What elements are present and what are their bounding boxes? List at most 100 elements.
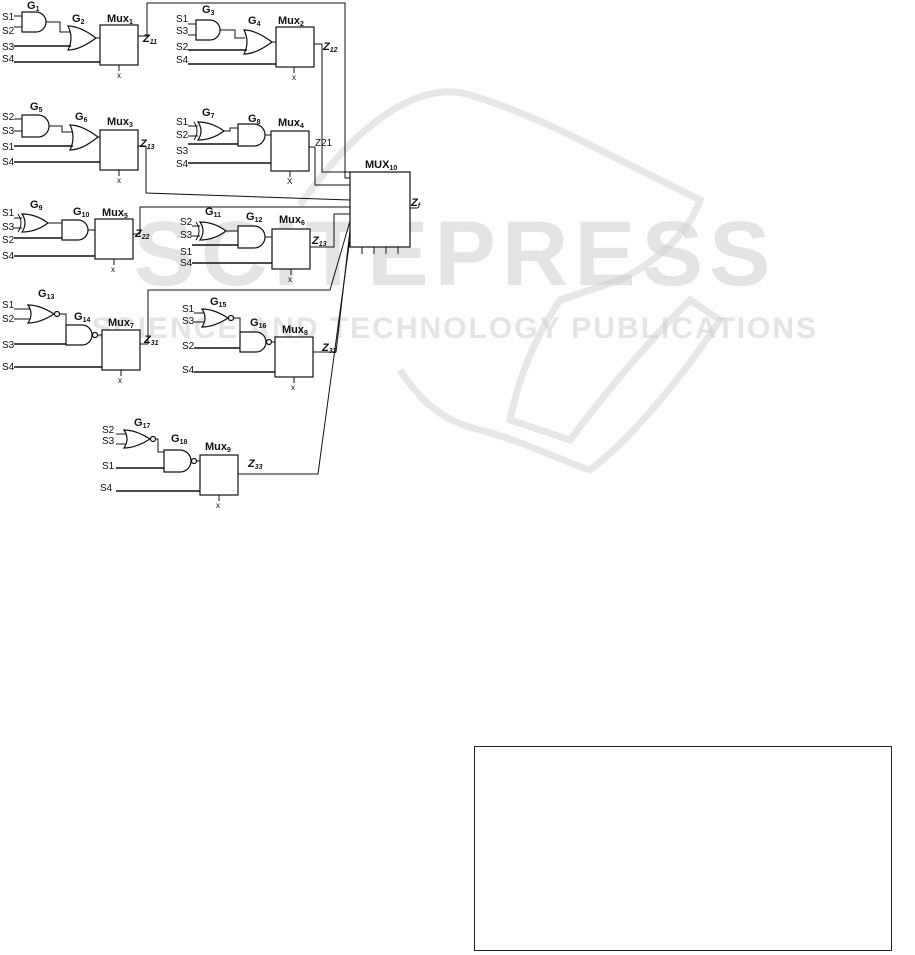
module-mux6: S2 S3 S1 S4 G11 G12 Mux6 x Z13 (180, 206, 327, 284)
gate-label-g7: G7 (202, 107, 215, 120)
mux-label-2: Mux2 (278, 15, 304, 28)
gate-label-g6: G6 (75, 111, 88, 124)
gate-label-g14: G14 (74, 311, 90, 324)
gate-label-g9: G9 (30, 199, 43, 212)
signal-label: S4 (176, 55, 189, 66)
inverter-bubble-icon (265, 338, 273, 346)
signal-label: S2 (2, 26, 15, 37)
inverter-bubble-icon (53, 310, 61, 318)
module-mux2: S1 S3 S2 S4 G3 G4 Mux2 x Z12 (176, 4, 338, 82)
and-gate-icon (21, 11, 47, 33)
and-gate-icon (21, 114, 50, 138)
output-label-z11: Z11 (142, 33, 157, 46)
signal-label: S4 (100, 483, 113, 494)
mux-label-10: MUX10 (365, 159, 397, 172)
wire (293, 351, 320, 383)
signal-label: S1 (102, 461, 115, 472)
nor-gate-icon (122, 429, 152, 449)
wire (118, 35, 148, 71)
mux-label-4: Mux4 (278, 117, 304, 130)
wire (116, 433, 164, 453)
signal-label: S3 (182, 316, 195, 327)
mux-label-5: Mux5 (102, 207, 128, 220)
mux-box-2 (275, 26, 315, 68)
wire-z33 (247, 237, 351, 475)
gate-label-g3: G3 (202, 4, 215, 17)
module-mux10: MUX10 Zf (349, 159, 421, 254)
gate-label-g4: G4 (248, 15, 261, 28)
gate-label-g16: G16 (250, 317, 266, 330)
wire (188, 23, 245, 39)
wire (14, 15, 70, 33)
gate-label-g17: G17 (134, 417, 150, 430)
wire-z13 (145, 146, 351, 201)
gate-label-g8: G8 (248, 113, 261, 126)
xor-gate-icon (198, 221, 228, 241)
mux-box-8 (274, 336, 314, 378)
mux-box-5 (94, 218, 134, 260)
signal-label: S2 (176, 42, 189, 53)
xor-gate-back-curve (17, 213, 22, 233)
mux-label-8: Mux8 (282, 324, 308, 337)
xor-gate-icon (20, 213, 50, 233)
mux-label-6: Mux6 (279, 214, 305, 227)
output-label-z13-second: Z13 (311, 235, 327, 248)
signal-label: S1 (2, 208, 15, 219)
output-label-z13: Z13 (139, 138, 155, 151)
and-gate-icon (237, 123, 266, 147)
select-label: x (291, 383, 295, 392)
module-mux3: S2 S3 S1 S4 G5 G6 Mux3 x Z13 (2, 101, 155, 185)
wire (192, 225, 238, 237)
mux-box-7 (101, 329, 141, 371)
wire (293, 43, 322, 73)
gate-label-g2: G2 (72, 13, 85, 26)
inverter-bubble-icon (149, 435, 157, 443)
gate-label-g13: G13 (38, 288, 54, 301)
gate-label-g5: G5 (30, 101, 43, 114)
nor-gate-icon (26, 304, 56, 324)
signal-label: S2 (2, 314, 15, 325)
mux-box-9 (199, 454, 239, 496)
signal-label: S3 (176, 146, 189, 157)
signal-label: S2 (2, 235, 15, 246)
signal-label: S4 (2, 54, 15, 65)
module-mux1: S1 S2 S3 S4 G1 G2 Mux1 x Z11 (2, 0, 157, 80)
or-gate-icon (69, 124, 99, 151)
mux-label-7: Mux7 (108, 317, 134, 330)
signal-label: S4 (2, 157, 15, 168)
gate-label-g18: G18 (171, 433, 187, 446)
watermark: SCITEPRESS SCIENCE AND TECHNOLOGY PUBLIC… (92, 88, 816, 474)
xor-gate-back-curve (193, 121, 198, 141)
select-label: x (117, 71, 121, 80)
watermark-brand: SCITEPRESS (134, 203, 777, 305)
select-label: X (287, 177, 293, 186)
wire (218, 473, 247, 501)
empty-frame (474, 746, 892, 951)
inverter-bubble-icon (227, 314, 235, 322)
wire-z11 (146, 2, 350, 179)
signal-label: S3 (2, 340, 15, 351)
mux-box-3 (99, 129, 139, 171)
output-label-z33: Z33 (247, 458, 263, 471)
wire (194, 312, 241, 332)
wire (14, 308, 67, 325)
mux-box-6 (271, 228, 311, 270)
mux-label-1: Mux1 (107, 13, 133, 26)
signal-label: S1 (2, 142, 15, 153)
signal-label: S1 (182, 304, 195, 315)
xor-gate-back-curve (195, 221, 200, 241)
signal-label: S3 (2, 42, 15, 53)
select-label: x (292, 73, 296, 82)
gate-label-g12: G12 (246, 211, 262, 224)
nand-gate-icon (65, 324, 93, 346)
wire-z13-second (316, 213, 350, 248)
and-gate-icon (237, 225, 266, 249)
or-gate-icon (243, 29, 274, 55)
signal-label: S1 (2, 300, 15, 311)
wire (289, 146, 315, 177)
output-label-z22: Z22 (134, 228, 150, 241)
inverter-bubble-icon (190, 457, 198, 465)
nand-gate-icon (239, 331, 267, 353)
select-label: x (118, 376, 122, 385)
